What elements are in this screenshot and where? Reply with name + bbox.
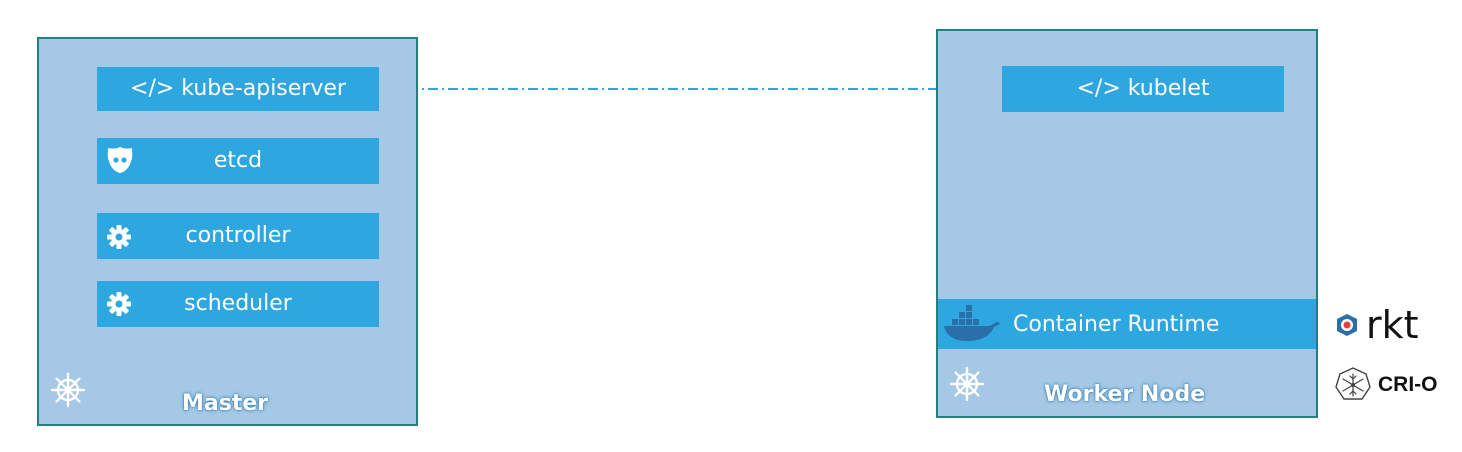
worker-node-label: Worker Node [1044, 382, 1206, 407]
scheduler-label: scheduler [184, 291, 292, 316]
crio-logo-icon [1334, 366, 1372, 404]
container-runtime-box: Container Runtime [938, 299, 1316, 349]
etcd-label: etcd [213, 148, 263, 173]
rkt-label: rkt [1366, 303, 1419, 347]
etcd-box: etcd [97, 138, 379, 184]
rkt-logo: rkt [1334, 303, 1419, 347]
kube-apiserver-label: </> kube-apiserver [130, 76, 346, 101]
container-runtime-label: Container Runtime [1013, 312, 1220, 337]
scheduler-box: scheduler [97, 281, 379, 327]
docker-whale-icon [942, 305, 1002, 343]
master-node: </> kube-apiserver etcd [37, 37, 418, 426]
rkt-logo-icon [1334, 312, 1360, 338]
gear-icon [105, 223, 133, 251]
controller-box: controller [97, 213, 379, 259]
crio-logo: CRI-O [1334, 366, 1438, 404]
worker-node: </> kubelet Container Runtime [936, 29, 1318, 418]
master-label: Master [182, 391, 269, 416]
crio-label: CRI-O [1378, 373, 1438, 396]
controller-label: controller [185, 223, 291, 248]
kubernetes-helm-icon [49, 371, 87, 413]
kubelet-label: </> kubelet [1076, 76, 1210, 101]
gear-icon [105, 290, 133, 318]
etcd-icon [105, 145, 135, 175]
kubelet-box: </> kubelet [1002, 66, 1284, 112]
kubernetes-helm-icon [948, 365, 986, 407]
kube-apiserver-box: </> kube-apiserver [97, 67, 379, 111]
